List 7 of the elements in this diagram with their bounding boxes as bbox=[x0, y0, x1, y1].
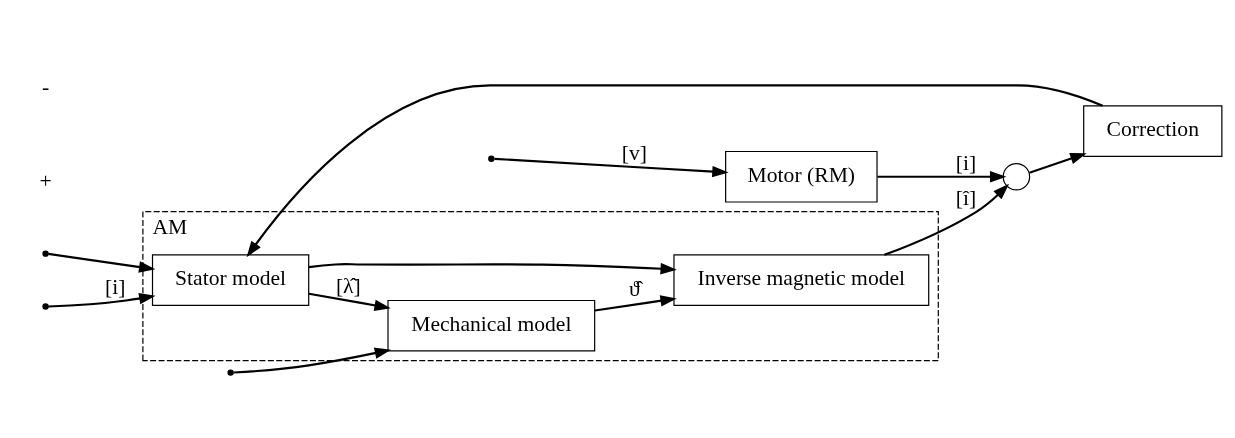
edge-label: [i] bbox=[105, 274, 126, 299]
edge-label: [v] bbox=[621, 140, 647, 165]
edge-label: [i] bbox=[955, 150, 977, 175]
edge-label: [λ̂] bbox=[335, 273, 361, 298]
edge-label: [î] bbox=[955, 185, 977, 210]
label: + bbox=[39, 168, 52, 193]
label: - bbox=[41, 74, 50, 99]
